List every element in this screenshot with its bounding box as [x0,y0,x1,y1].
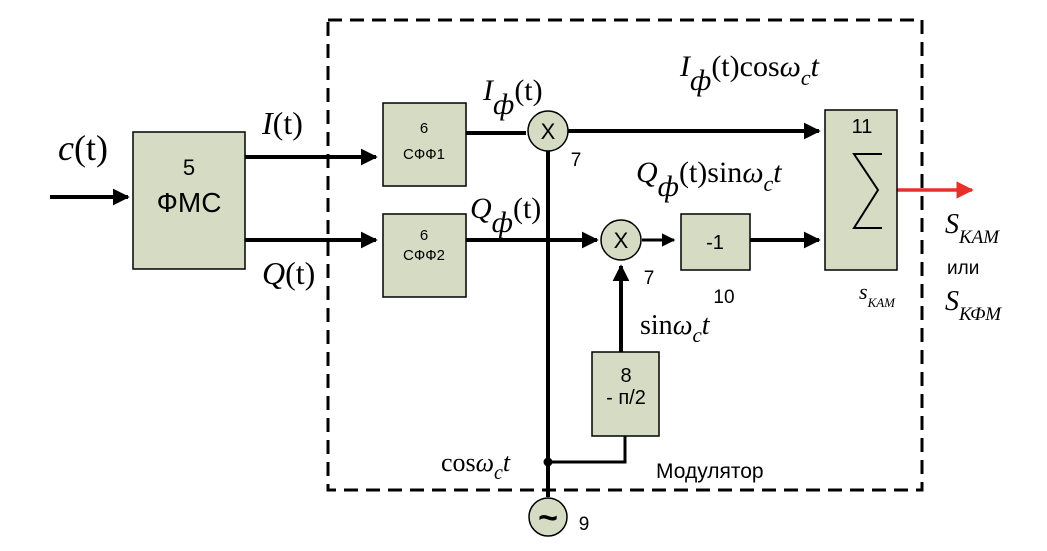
invert-label: -1 [706,232,724,254]
mixer2-symbol: X [614,228,629,253]
summer-output-label: sКАМ [859,279,896,310]
mixer2-circle [600,219,642,261]
oscillator-number: 9 [579,514,590,535]
sff2-label: СФФ2 [403,247,445,264]
fms-block [132,131,246,270]
mixer1-circle [527,110,569,152]
summer-block [824,109,898,271]
sff1-block [382,102,467,187]
mixer1-number: 7 [571,150,582,171]
cos-label: cosωct [441,448,511,484]
iphi-cos-label: Iф(t)cosωct [679,50,820,97]
phase-shift-label: - п/2 [606,387,646,409]
carrier-to-phase-line [548,436,627,464]
output-or-label: или [947,258,979,279]
sin-label: sinωct [640,310,711,347]
mixer1-symbol: X [541,119,556,144]
sff1-label: СФФ1 [403,146,445,163]
i-label: I(t) [261,105,303,141]
input-label: c(t) [58,128,108,168]
sff2-block [382,213,467,298]
output-label-kam: SКАМ [945,209,1000,248]
modulator-label: Модулятор [656,460,764,483]
phase-shift-number: 8 [620,365,631,387]
output-label-kfm: SКФМ [945,286,1002,325]
junction-dot [543,457,553,467]
sff2-number: 6 [420,227,428,244]
summer-number: 11 [852,116,873,138]
qphi-label: Qф(t) [470,192,541,239]
fms-label: ФМС [157,187,222,218]
invert-block [680,213,751,271]
sigma-icon [852,153,882,229]
fms-number: 5 [183,155,195,180]
iphi-label: Iф(t) [482,74,543,121]
q-label: Q(t) [262,255,315,291]
oscillator-symbol: ~ [538,499,558,537]
phase-shift-block [591,351,660,437]
mixer2-number: 7 [644,268,655,289]
modulator-boundary [326,18,924,492]
sff1-number: 6 [420,120,428,137]
invert-number: 10 [713,287,734,308]
oscillator-circle [528,497,568,537]
qphi-sin-label: Qф(t)sinωct [636,156,782,203]
